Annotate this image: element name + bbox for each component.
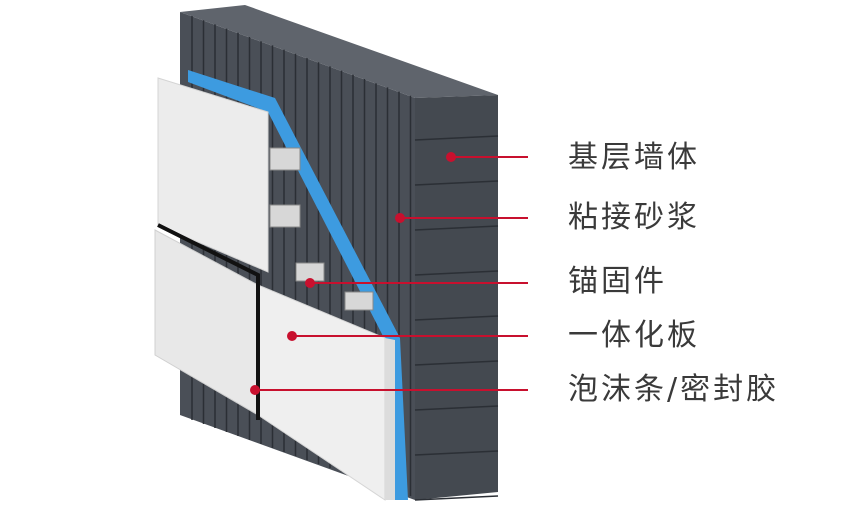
anchor-clip	[344, 291, 374, 311]
panel-edge	[385, 338, 395, 500]
leader-dot	[250, 385, 260, 395]
anchor-fasteners	[269, 147, 374, 311]
panel-upper-left	[157, 77, 269, 273]
mortar-joint-horizontal	[414, 225, 499, 231]
mortar-joint-horizontal	[414, 405, 499, 411]
wall-top-face	[180, 5, 498, 98]
mortar-joint-horizontal	[414, 315, 499, 321]
label-integrated-panel: 一体化板	[568, 318, 700, 353]
leader-dot	[446, 152, 456, 162]
anchor-clip	[269, 147, 301, 171]
leader-dot	[395, 213, 405, 223]
wall-side-face	[415, 95, 498, 500]
leader-lines	[250, 152, 528, 395]
label-base-wall: 基层墙体	[568, 140, 700, 175]
label-foam-sealant: 泡沫条/密封胶	[568, 372, 780, 407]
anchor-clip	[269, 204, 301, 228]
sealant-joint	[157, 223, 260, 420]
label-bonding-mortar: 粘接砂浆	[568, 200, 700, 235]
mortar-joint-horizontal	[414, 360, 499, 366]
mortar-joint-horizontal	[414, 450, 499, 456]
label-anchor: 锚固件	[568, 264, 667, 299]
leader-dot	[305, 278, 315, 288]
leader-dot	[287, 331, 297, 341]
mortar-joint-horizontal	[414, 180, 499, 186]
mortar-joint-horizontal	[414, 495, 499, 501]
mortar-joint-horizontal	[414, 135, 499, 141]
mortar-joint-horizontal	[414, 270, 499, 276]
